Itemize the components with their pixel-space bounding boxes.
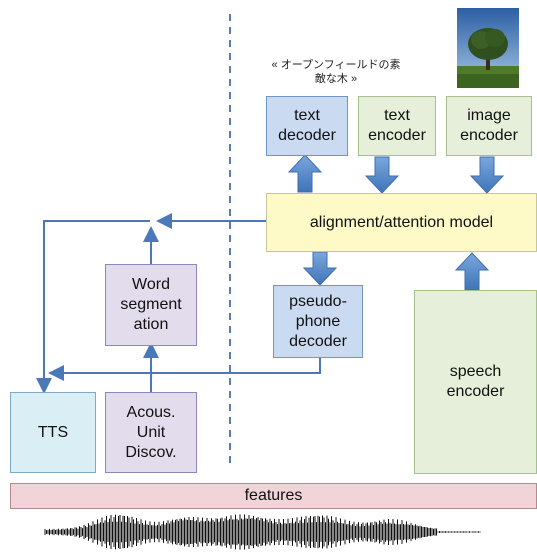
- connector-pseudophone-to-left: [48, 358, 321, 381]
- connector-node-to-tts: [36, 220, 150, 394]
- pseudo-phone-decoder-box: pseudo- phone decoder: [273, 285, 363, 358]
- text-encoder-box: text encoder: [358, 96, 436, 156]
- speech-waveform: [44, 514, 481, 550]
- features-bar: features: [10, 483, 537, 509]
- speech-encoder-box: speech encoder: [414, 290, 537, 474]
- tts-box: TTS: [10, 392, 96, 473]
- block-arrow-from-speech-encoder: [454, 252, 490, 291]
- acoustic-unit-discovery-box: Acous. Unit Discov.: [105, 392, 197, 473]
- text-decoder-box: text decoder: [266, 96, 348, 156]
- tree-photo: [457, 8, 519, 88]
- block-arrow-from-text-encoder: [364, 156, 400, 194]
- caption-line-2: 敵な木 »: [314, 73, 358, 85]
- caption-text: « オープンフィールドの素 敵な木 »: [256, 58, 416, 86]
- block-arrow-from-image-encoder: [469, 156, 505, 194]
- caption-line-1: « オープンフィールドの素: [271, 59, 401, 71]
- alignment-attention-box: alignment/attention model: [266, 193, 537, 252]
- image-encoder-box: image encoder: [446, 96, 532, 156]
- block-arrow-to-pseudo-phone: [302, 251, 338, 286]
- word-segmentation-box: Word segment ation: [105, 264, 197, 346]
- block-arrow-to-text-decoder: [287, 154, 323, 193]
